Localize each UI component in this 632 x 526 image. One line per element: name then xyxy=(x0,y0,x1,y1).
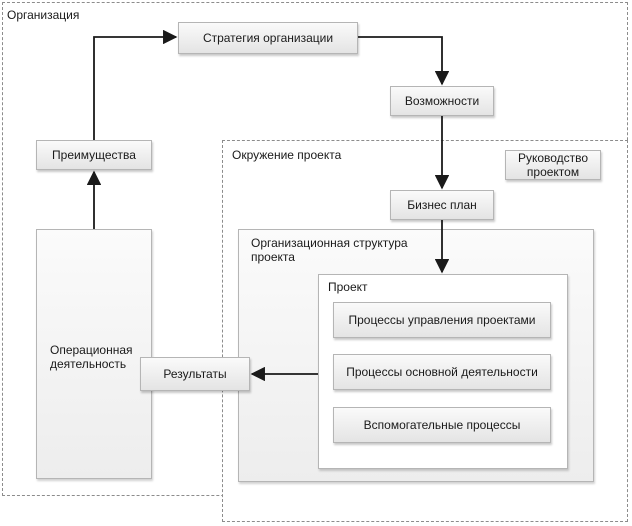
business-plan-box: Бизнес план xyxy=(390,190,494,220)
project-label: Проект xyxy=(328,280,368,294)
project-environment-label: Окружение проекта xyxy=(232,148,342,162)
strategy-box: Стратегия организации xyxy=(178,22,358,54)
project-management-box: Руководство проектом xyxy=(505,150,601,180)
results-box: Результаты xyxy=(140,357,250,391)
process-item-support: Вспомогательные процессы xyxy=(333,407,551,443)
arrow-advantages-to-strategy xyxy=(93,29,178,140)
operations-label: Операционная деятельность xyxy=(50,343,133,371)
operations-box: Операционная деятельность xyxy=(36,229,152,479)
arrow-strategy-to-opportunities xyxy=(358,36,450,86)
opportunities-box: Возможности xyxy=(390,86,494,116)
org-structure-label: Организационная структура проекта xyxy=(251,236,408,264)
advantages-box: Преимущества xyxy=(36,140,152,170)
organization-label: Организация xyxy=(7,8,80,22)
process-item-core: Процессы основной деятельности xyxy=(333,354,551,390)
process-item-management: Процессы управления проектами xyxy=(333,302,551,338)
